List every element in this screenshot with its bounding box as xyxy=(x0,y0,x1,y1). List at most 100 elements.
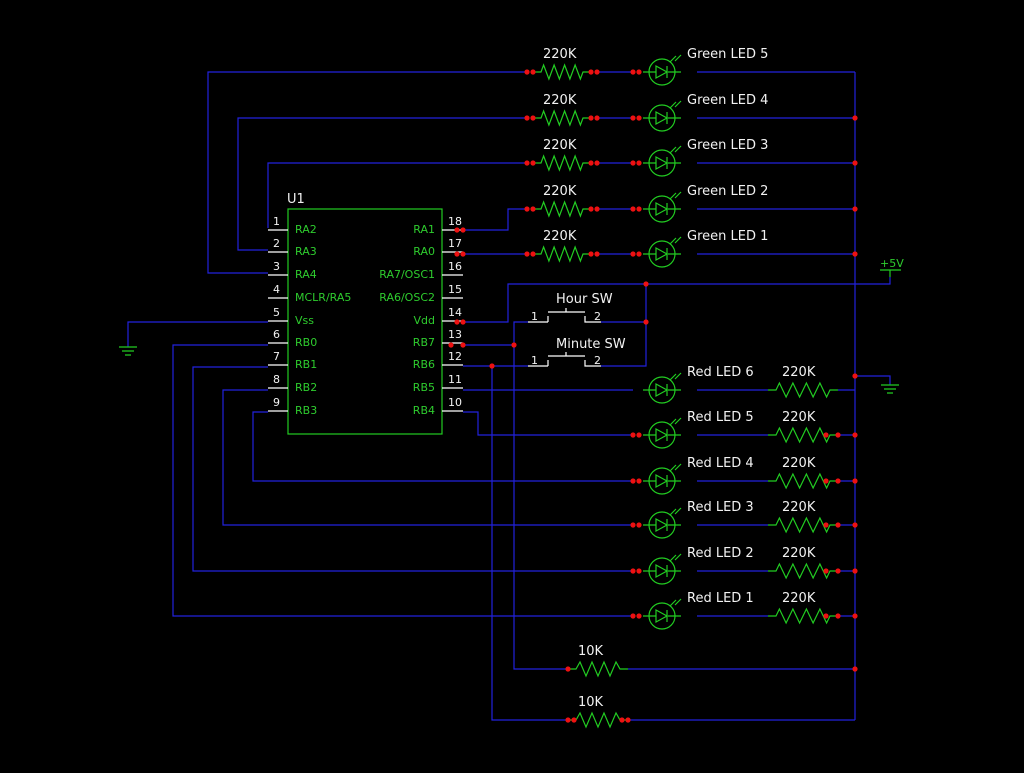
pin-dot xyxy=(835,478,841,484)
minute-switch: Minute SW 1 2 xyxy=(528,337,626,367)
pin-dot xyxy=(565,666,571,672)
ic-pin-number: 4 xyxy=(273,283,280,296)
pin-dot xyxy=(835,613,841,619)
resistor-icon xyxy=(768,562,838,580)
led-icon xyxy=(643,553,682,585)
junction-dot xyxy=(852,522,858,528)
pin-dot xyxy=(619,717,625,723)
pin-dot xyxy=(835,522,841,528)
pin-dot xyxy=(448,342,454,348)
power-5v: +5V xyxy=(880,257,904,277)
pin-dot xyxy=(524,251,530,257)
pin-dot xyxy=(530,115,536,121)
junction-dot xyxy=(852,613,858,619)
pin-dot xyxy=(636,160,642,166)
hour-switch-symbol xyxy=(528,308,601,323)
hour-switch-label: Hour SW xyxy=(556,292,613,307)
ic-pin-name: MCLR/RA5 xyxy=(295,291,351,304)
pullup-2-symbol xyxy=(568,711,628,729)
junction-dot xyxy=(643,281,649,287)
pin-dot xyxy=(823,613,829,619)
resistor-label: 220K xyxy=(543,229,577,244)
pin-dot xyxy=(630,613,636,619)
junction-dot xyxy=(489,363,495,369)
pin-dot xyxy=(454,251,460,257)
led-icon xyxy=(643,463,682,495)
ic-pin-name: RA3 xyxy=(295,245,317,258)
junction-dot xyxy=(643,319,649,325)
ic-pin-name: RB7 xyxy=(413,336,435,349)
led-icon xyxy=(643,191,682,223)
pin-dot xyxy=(460,319,466,325)
junction-dot xyxy=(511,342,517,348)
led-label: Red LED 4 xyxy=(687,456,754,471)
ic-pin-name: Vss xyxy=(295,314,314,327)
minute-switch-pin2: 2 xyxy=(594,354,601,367)
ic-pin-number: 6 xyxy=(273,328,280,341)
ic-pin-name: RB6 xyxy=(413,358,435,371)
led-icon xyxy=(643,417,682,449)
ic-pin-name: RB4 xyxy=(413,404,435,417)
led-icon xyxy=(643,598,682,630)
ic-pin-name: RB3 xyxy=(295,404,317,417)
pin-dot xyxy=(636,69,642,75)
led-label: Green LED 5 xyxy=(687,47,768,62)
resistor-label: 220K xyxy=(782,500,816,515)
ic-pin-number: 9 xyxy=(273,396,280,409)
pin-dot xyxy=(636,478,642,484)
pin-dot xyxy=(454,319,460,325)
red-led-row: Red LED 3 220K xyxy=(630,500,841,539)
ic-pin-name: RB5 xyxy=(413,381,435,394)
resistor-icon xyxy=(533,245,591,263)
pin-dot xyxy=(530,69,536,75)
resistor-label: 220K xyxy=(782,456,816,471)
ground-icon xyxy=(881,384,899,394)
resistor-label: 220K xyxy=(543,184,577,199)
led-label: Green LED 4 xyxy=(687,93,768,108)
red-led-row: Red LED 4 220K xyxy=(630,456,841,495)
led-label: Red LED 3 xyxy=(687,500,754,515)
pin-dot xyxy=(636,206,642,212)
resistor-icon xyxy=(533,154,591,172)
pin-dot xyxy=(636,613,642,619)
pin-dot xyxy=(630,251,636,257)
pin-dot xyxy=(530,206,536,212)
junction-dot xyxy=(852,115,858,121)
led-label: Green LED 1 xyxy=(687,229,768,244)
pullup-resistor-2: 10K xyxy=(568,695,628,729)
wires xyxy=(127,71,891,721)
pin-dot xyxy=(625,717,631,723)
pin-dot xyxy=(594,115,600,121)
pin-dot xyxy=(460,342,466,348)
pin-dot xyxy=(835,432,841,438)
ic-pin-name: RA1 xyxy=(413,223,435,236)
pin-dot xyxy=(630,206,636,212)
ic-pin-number: 18 xyxy=(448,215,462,228)
pin-dot xyxy=(823,522,829,528)
led-label: Red LED 6 xyxy=(687,365,754,380)
ic-pin-name: RA6/OSC2 xyxy=(379,291,435,304)
ic-pin-number: 17 xyxy=(448,237,462,250)
pullup-resistor-1: 10K xyxy=(568,644,628,678)
ic-pin-name: RA7/OSC1 xyxy=(379,268,435,281)
led-label: Green LED 3 xyxy=(687,138,768,153)
power-label: +5V xyxy=(880,257,904,270)
green-led-row: 220K Green LED 1 xyxy=(524,229,768,268)
pin-dot xyxy=(454,227,460,233)
ic-pin-number: 13 xyxy=(448,328,462,341)
pin-dot xyxy=(636,568,642,574)
led-icon xyxy=(643,100,682,132)
junction-dot xyxy=(852,478,858,484)
resistor-label: 220K xyxy=(782,591,816,606)
junction-dots xyxy=(448,115,858,723)
pin-dot xyxy=(594,206,600,212)
led-label: Red LED 2 xyxy=(687,546,754,561)
ic-pin-number: 2 xyxy=(273,237,280,250)
led-icon xyxy=(643,507,682,539)
power-symbol xyxy=(880,269,901,277)
